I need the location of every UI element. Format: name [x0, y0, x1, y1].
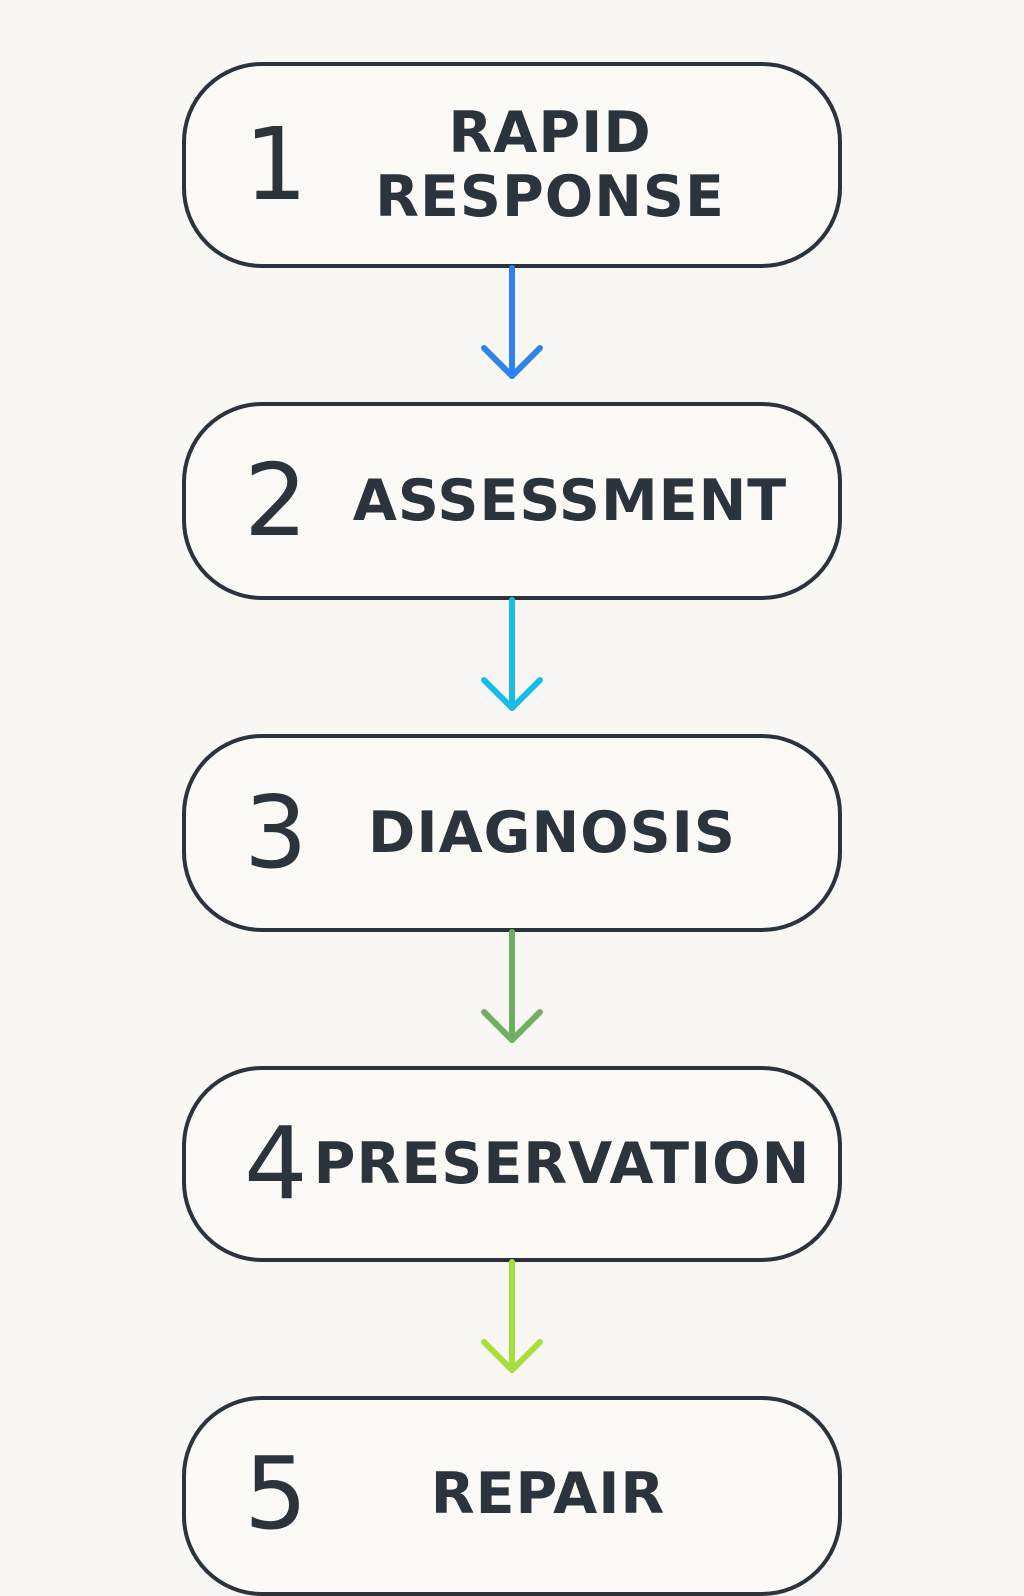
step-1-box: 1 RAPID RESPONSE	[182, 62, 842, 268]
step-3-label: DIAGNOSIS	[368, 800, 736, 866]
step-3-number: 3	[244, 774, 308, 891]
arrow-2-head	[481, 677, 543, 711]
step-4-number: 4	[244, 1105, 308, 1222]
arrow-1-head	[481, 345, 543, 379]
arrow-3-head	[481, 1009, 543, 1043]
arrow-down-icon	[481, 265, 543, 379]
arrow-down-icon	[481, 1259, 543, 1373]
step-2-label: ASSESSMENT	[352, 468, 788, 534]
step-3-box: 3 DIAGNOSIS	[182, 734, 842, 932]
step-4-box: 4 PRESERVATION	[182, 1066, 842, 1262]
step-5-label: REPAIR	[430, 1461, 666, 1527]
step-5-box: 5 REPAIR	[182, 1396, 842, 1596]
arrow-down-icon	[481, 597, 543, 711]
process-flow-diagram: 1 RAPID RESPONSE 2 ASSESSMENT 3 DIAGNOSI…	[182, 62, 842, 1596]
step-1-number: 1	[244, 106, 308, 223]
step-1-label: RAPID RESPONSE	[375, 100, 725, 230]
step-2-box: 2 ASSESSMENT	[182, 402, 842, 600]
arrow-down-icon	[481, 929, 543, 1043]
step-2-number: 2	[244, 442, 308, 559]
arrow-4-head	[481, 1339, 543, 1373]
step-4-label: PRESERVATION	[313, 1131, 811, 1197]
step-5-number: 5	[244, 1435, 308, 1552]
